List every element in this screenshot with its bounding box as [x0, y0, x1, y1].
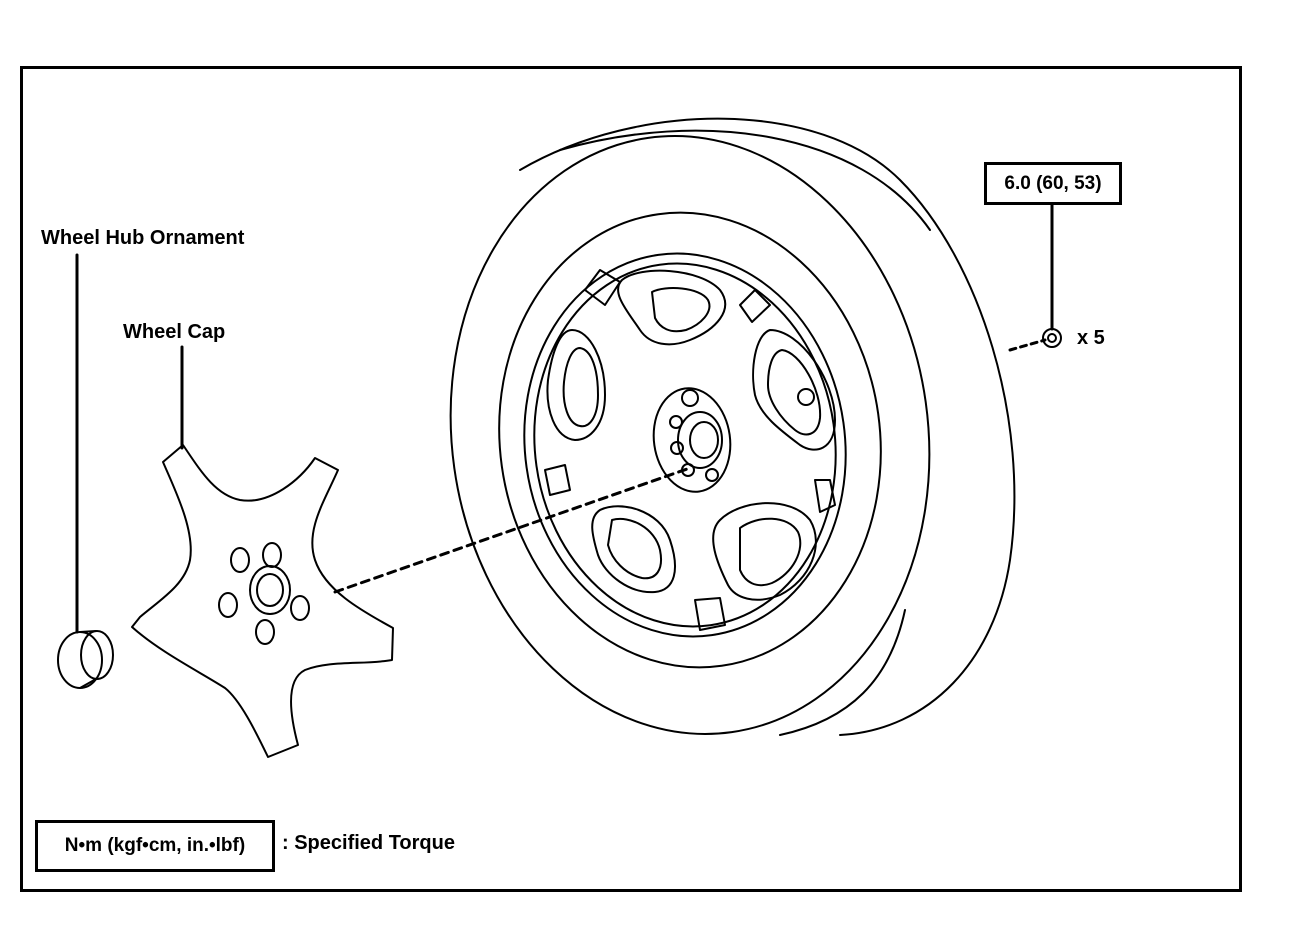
wheel-hub-ornament-part	[57, 253, 114, 689]
diagram-frame	[20, 66, 1242, 892]
torque-value-box: 6.0 (60, 53)	[984, 162, 1122, 205]
wheel-cap-part	[131, 345, 394, 758]
torque-value: 6.0 (60, 53)	[1004, 172, 1102, 194]
legend-description: : Specified Torque	[282, 832, 455, 854]
legend-units: N•m (kgf•cm, in.•lbf)	[64, 835, 246, 856]
wheel-rim	[523, 252, 847, 638]
lug-nut-dashed-line	[1008, 338, 1047, 352]
center-dashed-line	[333, 466, 692, 594]
wheel-hub-ornament-label: Wheel Hub Ornament	[41, 227, 245, 249]
tire	[449, 117, 1016, 736]
wheel-cap-label: Wheel Cap	[123, 321, 226, 343]
lug-nut	[1042, 203, 1062, 348]
legend-units-box: N•m (kgf•cm, in.•lbf)	[35, 820, 275, 872]
quantity-label: x 5	[1077, 327, 1105, 349]
